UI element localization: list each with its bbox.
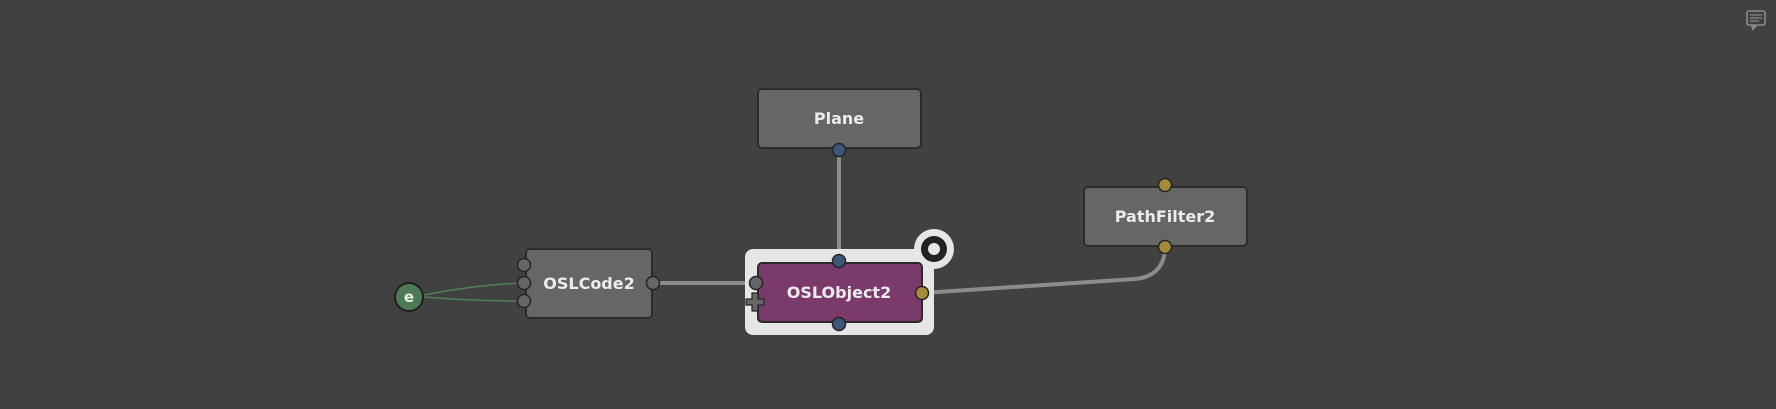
oslcode2-out-plug[interactable] (645, 275, 661, 291)
connection-dot-to-oslcode-1[interactable] (423, 282, 525, 296)
annotation-icon[interactable] (1746, 10, 1766, 31)
node-expression-dot[interactable]: e (394, 282, 424, 312)
node-plane-label: Plane (814, 109, 864, 128)
node-oslcode2[interactable]: OSLCode2 (516, 248, 661, 319)
plus-icon[interactable] (745, 292, 765, 312)
plane-out-plug[interactable] (831, 142, 847, 158)
oslobject2-bottom-plug[interactable] (831, 316, 847, 332)
connections (423, 150, 1167, 302)
node-oslobject2-label: OSLObject2 (787, 283, 891, 302)
connection-oslobject-to-pathfilter[interactable] (921, 246, 1167, 295)
oslobject2-in-plug[interactable] (831, 253, 847, 269)
connection-dot-to-oslcode-2[interactable] (423, 296, 525, 302)
oslobject2-out-plug[interactable] (914, 285, 930, 301)
node-oslobject2[interactable]: OSLObject2 (745, 229, 954, 335)
oslobject2-primitive-plug[interactable] (748, 275, 764, 291)
expression-dot-label: e (404, 288, 414, 306)
pathfilter2-in-plug[interactable] (1157, 177, 1173, 193)
oslcode2-in-plug-1[interactable] (516, 257, 532, 273)
node-pathfilter2[interactable]: PathFilter2 (1083, 177, 1248, 255)
pathfilter2-out-plug[interactable] (1157, 239, 1173, 255)
node-pathfilter2-label: PathFilter2 (1115, 207, 1216, 226)
oslcode2-in-plug-3[interactable] (516, 293, 532, 309)
node-oslcode2-label: OSLCode2 (543, 274, 635, 293)
node-plane[interactable]: Plane (757, 88, 922, 158)
oslcode2-in-plug-2[interactable] (516, 275, 532, 291)
